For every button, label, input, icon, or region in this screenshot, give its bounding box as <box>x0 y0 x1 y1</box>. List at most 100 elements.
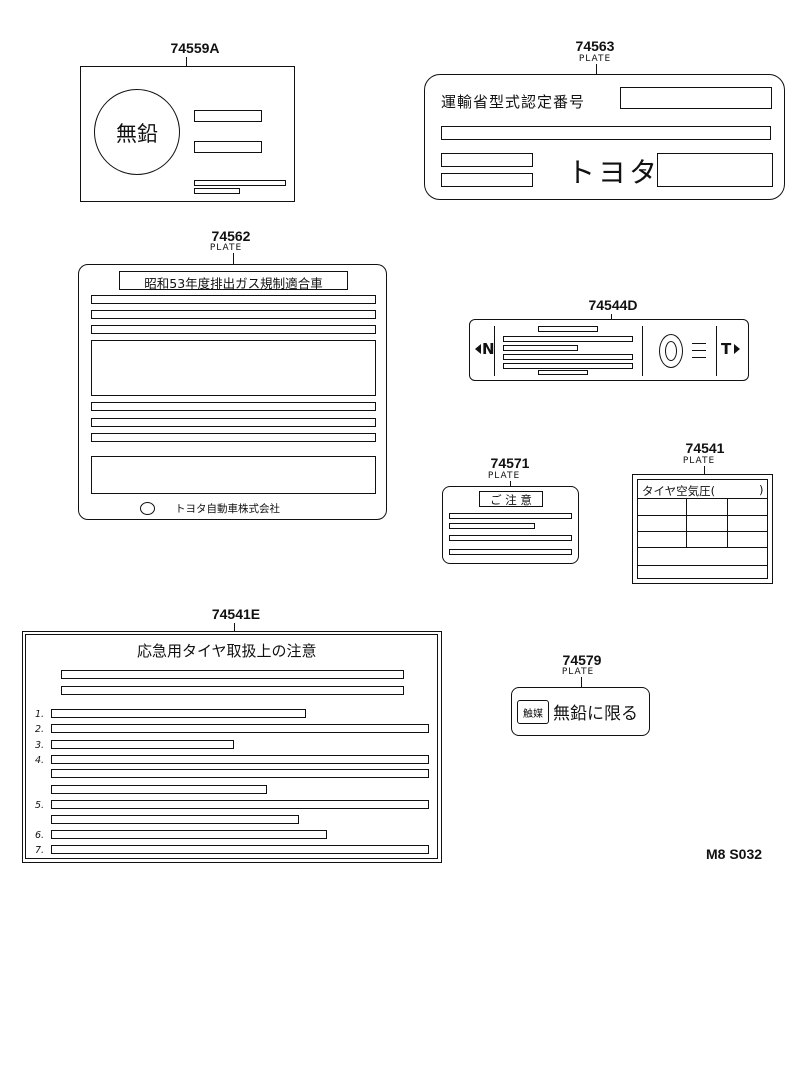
part-number-74563: 74563 <box>575 38 615 54</box>
plate-caption: PLATE <box>561 667 595 677</box>
blank-field <box>91 418 376 427</box>
blank-field <box>194 180 286 186</box>
plate-caption: PLATE <box>578 54 612 64</box>
blank-field <box>51 709 306 718</box>
blank-field <box>449 549 572 555</box>
blank-field <box>503 363 633 369</box>
divider <box>494 326 495 376</box>
blank-field <box>91 433 376 442</box>
part-number-74571: 74571 <box>490 455 530 471</box>
part-number-74559a: 74559A <box>170 40 220 56</box>
tread-line <box>692 357 706 358</box>
catalyst-badge-text: 触媒 <box>523 709 543 720</box>
item-number: 3. <box>35 740 45 751</box>
blank-field <box>449 535 572 541</box>
dash-text: – <box>638 159 647 180</box>
blank-field <box>51 800 429 809</box>
blank-field <box>91 325 376 334</box>
leader-line <box>611 314 612 320</box>
table-column-rule <box>727 498 728 547</box>
tread-line <box>692 343 706 344</box>
blank-field <box>51 755 429 764</box>
item-number: 2. <box>35 724 45 735</box>
blank-field <box>91 456 376 494</box>
blank-field <box>51 815 299 824</box>
blank-field <box>91 310 376 319</box>
blank-field <box>51 785 267 794</box>
plate-74562[interactable]: 昭和53年度排出ガス規制適合車 トヨタ自動車株式会社 <box>78 264 387 520</box>
plate-74559a[interactable]: 無鉛 <box>80 66 295 202</box>
part-number-74541e: 74541E <box>211 606 261 622</box>
emission-title-box <box>119 271 348 290</box>
plate-74571[interactable]: ご 注 意 <box>442 486 579 564</box>
caution-title-box <box>479 491 543 507</box>
unleaded-only-text: 無鉛に限る <box>553 704 638 724</box>
item-number: 4. <box>35 755 45 766</box>
unleaded-circle <box>94 89 180 175</box>
blank-field <box>51 769 429 778</box>
item-number: 5. <box>35 800 45 811</box>
blank-field <box>91 295 376 304</box>
blank-field <box>91 402 376 411</box>
plate-caption: PLATE <box>487 471 521 481</box>
tire-letter: T <box>721 340 732 358</box>
table-rule <box>637 498 768 499</box>
blank-field <box>449 523 535 529</box>
blank-field <box>194 141 262 153</box>
blank-field <box>441 126 771 140</box>
plate-74541e[interactable]: 応急用タイヤ取扱上の注意 1. 2. 3. 4. 5. 6. 7. <box>22 631 442 863</box>
blank-field <box>620 87 772 109</box>
blank-field <box>657 153 773 187</box>
blank-field <box>51 830 327 839</box>
tire-pressure-title: タイヤ空気圧( <box>642 484 716 498</box>
table-rule <box>637 531 768 532</box>
blank-field <box>61 686 404 695</box>
toyota-logo-icon <box>140 502 155 515</box>
leader-line <box>581 677 582 687</box>
maker-text: トヨタ <box>567 156 661 189</box>
divider <box>642 326 643 376</box>
tire-icon <box>659 334 683 368</box>
blank-field <box>51 740 234 749</box>
table-rule <box>637 565 768 566</box>
leader-line <box>233 253 234 264</box>
blank-field <box>538 370 588 375</box>
emission-title-text: 昭和53年度排出ガス規制適合車 <box>144 276 323 291</box>
part-number-74544d: 74544D <box>588 297 638 313</box>
unleaded-text: 無鉛 <box>116 122 158 146</box>
blank-field <box>449 513 572 519</box>
blank-field <box>51 724 429 733</box>
blank-field <box>538 326 598 332</box>
spare-tire-caution-title: 応急用タイヤ取扱上の注意 <box>137 642 317 660</box>
blank-field <box>503 354 633 360</box>
table-rule <box>637 515 768 516</box>
blank-field <box>61 670 404 679</box>
leader-line <box>596 64 597 74</box>
inner-frame <box>637 479 768 579</box>
arrow-left-icon <box>475 344 481 354</box>
tire-pressure-close: ) <box>759 483 764 497</box>
plate-74544d[interactable]: N T <box>469 319 749 381</box>
inner-frame <box>25 634 438 859</box>
divider <box>716 326 717 376</box>
part-number-74579: 74579 <box>562 652 602 668</box>
blank-field <box>441 173 533 187</box>
leader-line <box>704 466 705 475</box>
blank-field <box>441 153 533 167</box>
plate-caption: PLATE <box>682 456 716 466</box>
blank-field <box>503 336 633 342</box>
catalyst-badge <box>517 700 549 724</box>
plate-74541[interactable]: タイヤ空気圧( ) <box>632 474 773 584</box>
plate-74579[interactable]: 触媒 無鉛に限る <box>511 687 650 736</box>
part-number-74541: 74541 <box>685 440 725 456</box>
plate-74563[interactable]: 運輸省型式認定番号 トヨタ – <box>424 74 785 200</box>
leader-line <box>510 481 511 487</box>
arrow-right-icon <box>734 344 740 354</box>
table-column-rule <box>686 498 687 547</box>
item-number: 1. <box>35 709 45 720</box>
drawing-code: M8 S032 <box>706 846 763 862</box>
tire-icon <box>665 341 677 361</box>
tread-line <box>692 350 706 351</box>
blank-field <box>51 845 429 854</box>
maker-name-text: トヨタ自動車株式会社 <box>175 503 280 515</box>
